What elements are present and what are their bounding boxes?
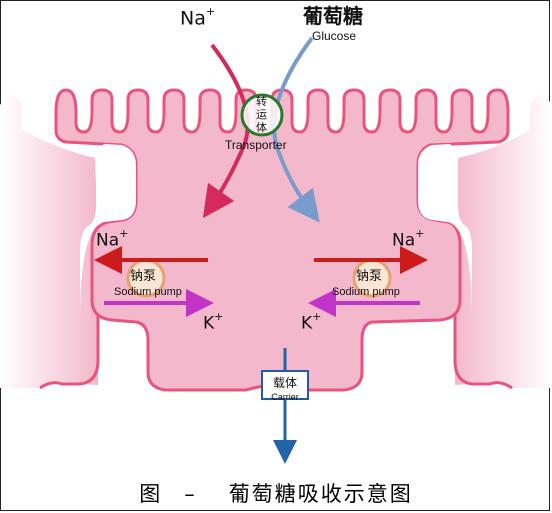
glucose-entry-arrow [272,36,320,223]
transporter-cn-label-1: 转 [256,95,267,108]
right-pump-cn-label: 钠泵 [356,269,383,284]
na-entry-arrow [202,43,250,219]
left-pump-cn-label: 钠泵 [130,269,157,284]
epithelial-cell-body [54,88,510,392]
figure-caption: 图– 葡萄糖吸收示意图 [0,478,552,508]
glucose-absorption-diagram [0,36,552,464]
right-gap [418,144,472,320]
right-pump-en-label: Sodium pump [332,286,400,298]
left-gap [80,144,136,320]
na-left-label: Na+ [96,227,129,251]
left-neighbor-outline [39,255,100,390]
transporter-en-label: Transporter [225,138,287,152]
transporter-cn-label-3: 体 [256,121,267,134]
caption-dash: – [184,482,197,506]
na-top-label: Na+ [180,5,216,30]
caption-text: 葡萄糖吸收示意图 [228,482,413,506]
right-neighbor-outline [453,255,513,390]
carrier-cn-label: 载体 [272,376,297,390]
right-neighbor-cell [455,95,552,388]
k-right-label: K+ [301,310,322,334]
left-neighbor-cell [0,95,98,388]
transporter-ring [240,93,284,137]
transporter-cn-label-2: 运 [256,108,267,121]
carrier-box: 载体 Carrier [261,370,309,402]
left-pump-en-label: Sodium pump [114,286,182,298]
glucose-en-label: Glucose [312,29,357,43]
caption-prefix: 图 [139,482,163,506]
k-left-label: K+ [203,310,224,334]
na-right-label: Na+ [392,227,425,251]
carrier-en-label: Carrier [271,392,299,402]
glucose-cn-label: 葡萄糖 [303,4,363,28]
